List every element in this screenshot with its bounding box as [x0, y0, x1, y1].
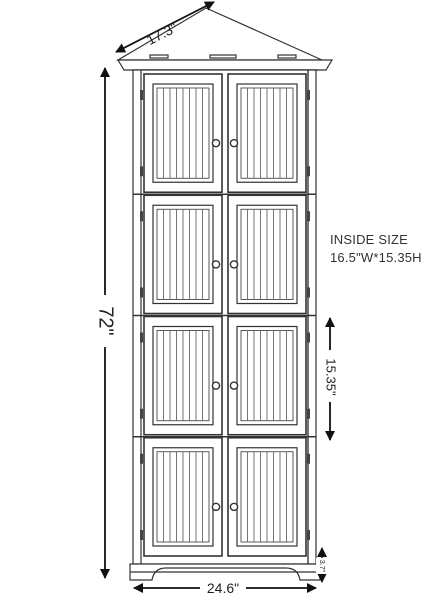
hinge [307, 332, 310, 343]
hinge [307, 90, 310, 100]
shelf-height-label: 15.35" [324, 358, 339, 396]
width-label: 24.6" [207, 580, 239, 596]
hinge [140, 408, 143, 419]
hinge [140, 332, 143, 343]
door-knob [211, 502, 221, 512]
foot-height-dimension: 3.7" [316, 547, 328, 583]
door-knob [229, 138, 239, 148]
cabinet-door [227, 73, 310, 194]
door-knob [229, 502, 239, 512]
cabinet-door [140, 436, 223, 557]
inside-size-title: INSIDE SIZE [330, 232, 409, 247]
door-knob [211, 381, 221, 390]
cabinet-door [227, 315, 310, 436]
height-label: 72" [95, 306, 117, 335]
cabinet-base [129, 563, 321, 581]
hinge [140, 453, 143, 464]
cabinet-door [227, 436, 310, 557]
cabinet-door [140, 315, 223, 436]
cabinet-doors [133, 73, 316, 557]
door-knob [229, 381, 239, 390]
hinge [140, 530, 143, 540]
hinge [140, 166, 143, 177]
hinge [307, 287, 310, 298]
cabinet-door [227, 194, 310, 315]
hinge [307, 166, 310, 177]
hinge [140, 211, 143, 222]
hinge [307, 453, 310, 464]
door-knob [229, 260, 239, 269]
inside-size-value: 16.5"W*15.35H [330, 250, 422, 265]
hinge [140, 287, 143, 298]
width-dimension: 24.6" [133, 580, 317, 596]
hinge [307, 211, 310, 222]
cabinet-door [140, 194, 223, 315]
door-knob [211, 260, 221, 269]
hinge [307, 408, 310, 419]
height-dimension: 72" [94, 67, 117, 579]
cabinet-door [140, 73, 223, 194]
door-knob [211, 138, 221, 148]
hinge [307, 530, 310, 540]
hinge [140, 90, 143, 100]
inside-size-note: INSIDE SIZE 16.5"W*15.35H [330, 231, 422, 267]
foot-height-label: 3.7" [318, 560, 325, 573]
shelf-height-dimension: 15.35" [321, 317, 339, 441]
